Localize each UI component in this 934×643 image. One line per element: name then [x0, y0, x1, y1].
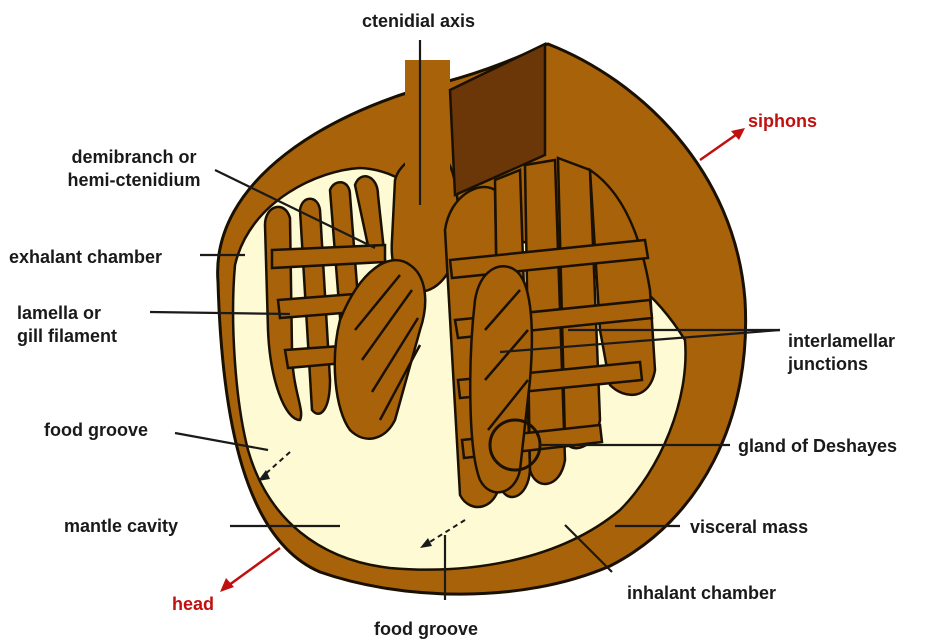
label-demibranch-line2: hemi-ctenidium	[44, 169, 224, 192]
label-food-groove-left: food groove	[44, 419, 148, 442]
label-interlamellar-junctions: interlamellar junctions	[788, 330, 895, 376]
label-inhalant-chamber: inhalant chamber	[627, 582, 776, 605]
label-siphons: siphons	[748, 110, 817, 133]
label-mantle-cavity: mantle cavity	[64, 515, 178, 538]
label-food-groove-bottom: food groove	[374, 618, 478, 641]
label-ctenidial-axis: ctenidial axis	[362, 10, 475, 33]
label-exhalant-chamber: exhalant chamber	[9, 246, 162, 269]
label-lamella: lamella or gill filament	[17, 302, 117, 348]
label-demibranch: demibranch or hemi-ctenidium	[44, 146, 224, 192]
label-lamella-line2: gill filament	[17, 325, 117, 348]
head-arrowhead	[220, 578, 234, 592]
label-gland-of-deshayes: gland of Deshayes	[738, 435, 897, 458]
label-lamella-line1: lamella or	[17, 302, 117, 325]
ctenidial-axis-stem	[405, 60, 450, 200]
label-demibranch-line1: demibranch or	[44, 146, 224, 169]
label-head: head	[172, 593, 214, 616]
label-visceral-mass: visceral mass	[690, 516, 808, 539]
label-interlamellar-line2: junctions	[788, 353, 895, 376]
label-interlamellar-line1: interlamellar	[788, 330, 895, 353]
